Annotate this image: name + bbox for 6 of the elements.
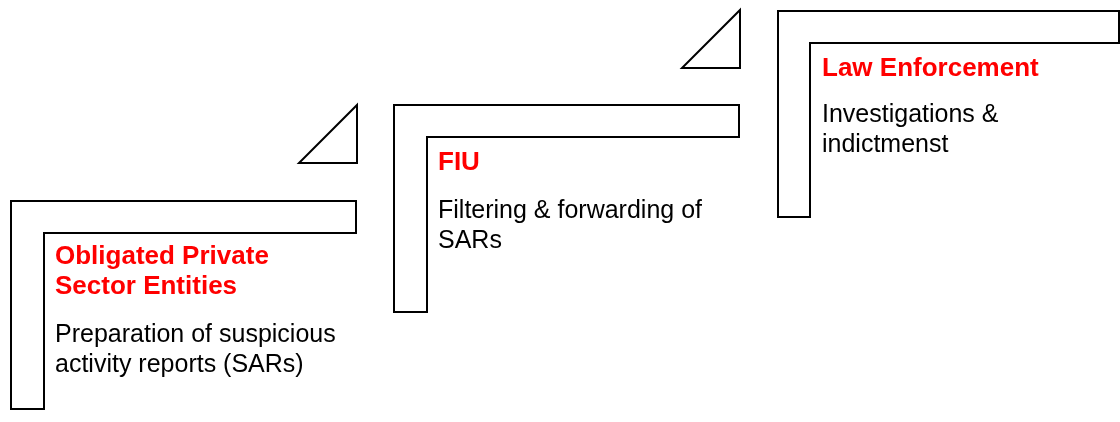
step-heading: FIU	[438, 146, 481, 177]
step-description: Investigations & indictmenst	[822, 98, 1000, 158]
step-description: Filtering & forwarding of SARs	[438, 194, 703, 254]
step-heading: Obligated Private Sector Entities	[55, 240, 270, 301]
step-description: Preparation of suspicious activity reports (SARs)	[55, 318, 337, 378]
step-heading: Law Enforcement	[822, 52, 1040, 83]
